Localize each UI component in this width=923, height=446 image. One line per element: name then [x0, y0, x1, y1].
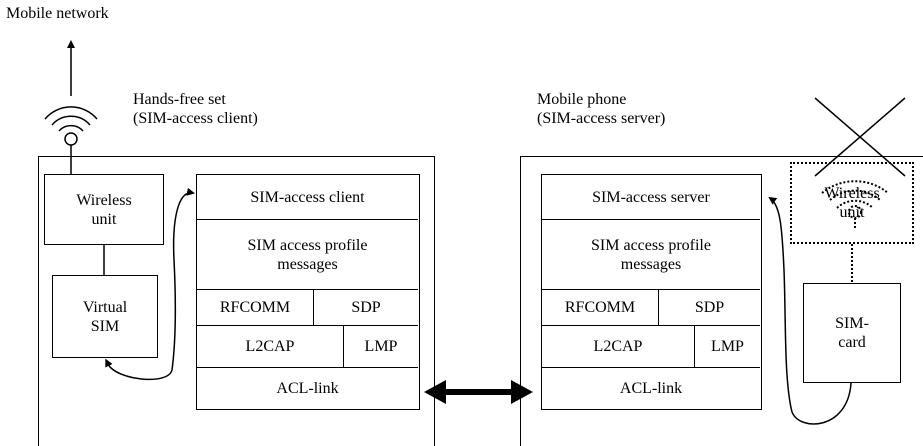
stack-rfcomm: RFCOMM: [197, 290, 314, 326]
stack-l2cap: L2CAP: [542, 326, 695, 368]
client-heading: Hands-free set (SIM-access client): [133, 91, 258, 127]
mobile-network-label: Mobile network: [6, 5, 109, 22]
server-antenna-disabled-icon: [821, 180, 889, 230]
server-logical-path: [768, 196, 852, 425]
stack-lmp: LMP: [344, 326, 418, 368]
server-protocol-stack: SIM-access server SIM access profile mes…: [541, 174, 762, 410]
stack-rfcomm: RFCOMM: [542, 290, 659, 326]
stack-sap-messages: SIM access profile messages: [197, 220, 418, 290]
client-antenna-icon: [44, 106, 98, 174]
stack-sdp: SDP: [314, 290, 418, 326]
mobile-phone-enclosure: [520, 156, 923, 446]
stack-acl-link: ACL-link: [276, 379, 339, 397]
client-logical-path: [105, 187, 195, 381]
client-protocol-stack: SIM-access client SIM access profile mes…: [196, 174, 420, 410]
sim-card: SIM- card: [803, 283, 901, 383]
hands-free-set-enclosure: [38, 156, 435, 446]
acl-bluetooth-link-arrow: [424, 380, 533, 404]
stack-l2cap: L2CAP: [197, 326, 344, 368]
stack-sdp: SDP: [659, 290, 760, 326]
stack-acl-link: ACL-link: [619, 379, 683, 397]
stack-lmp: LMP: [695, 326, 760, 368]
stack-sap-messages: SIM access profile messages: [542, 220, 760, 290]
server-wireless-unit-disabled: Wireless unit: [790, 162, 914, 244]
cross-out-icon: [814, 97, 906, 177]
stack-sim-access-server: SIM-access server: [542, 175, 760, 220]
stack-sim-access-client: SIM-access client: [197, 175, 418, 220]
server-heading: Mobile phone (SIM-access server): [537, 91, 666, 127]
